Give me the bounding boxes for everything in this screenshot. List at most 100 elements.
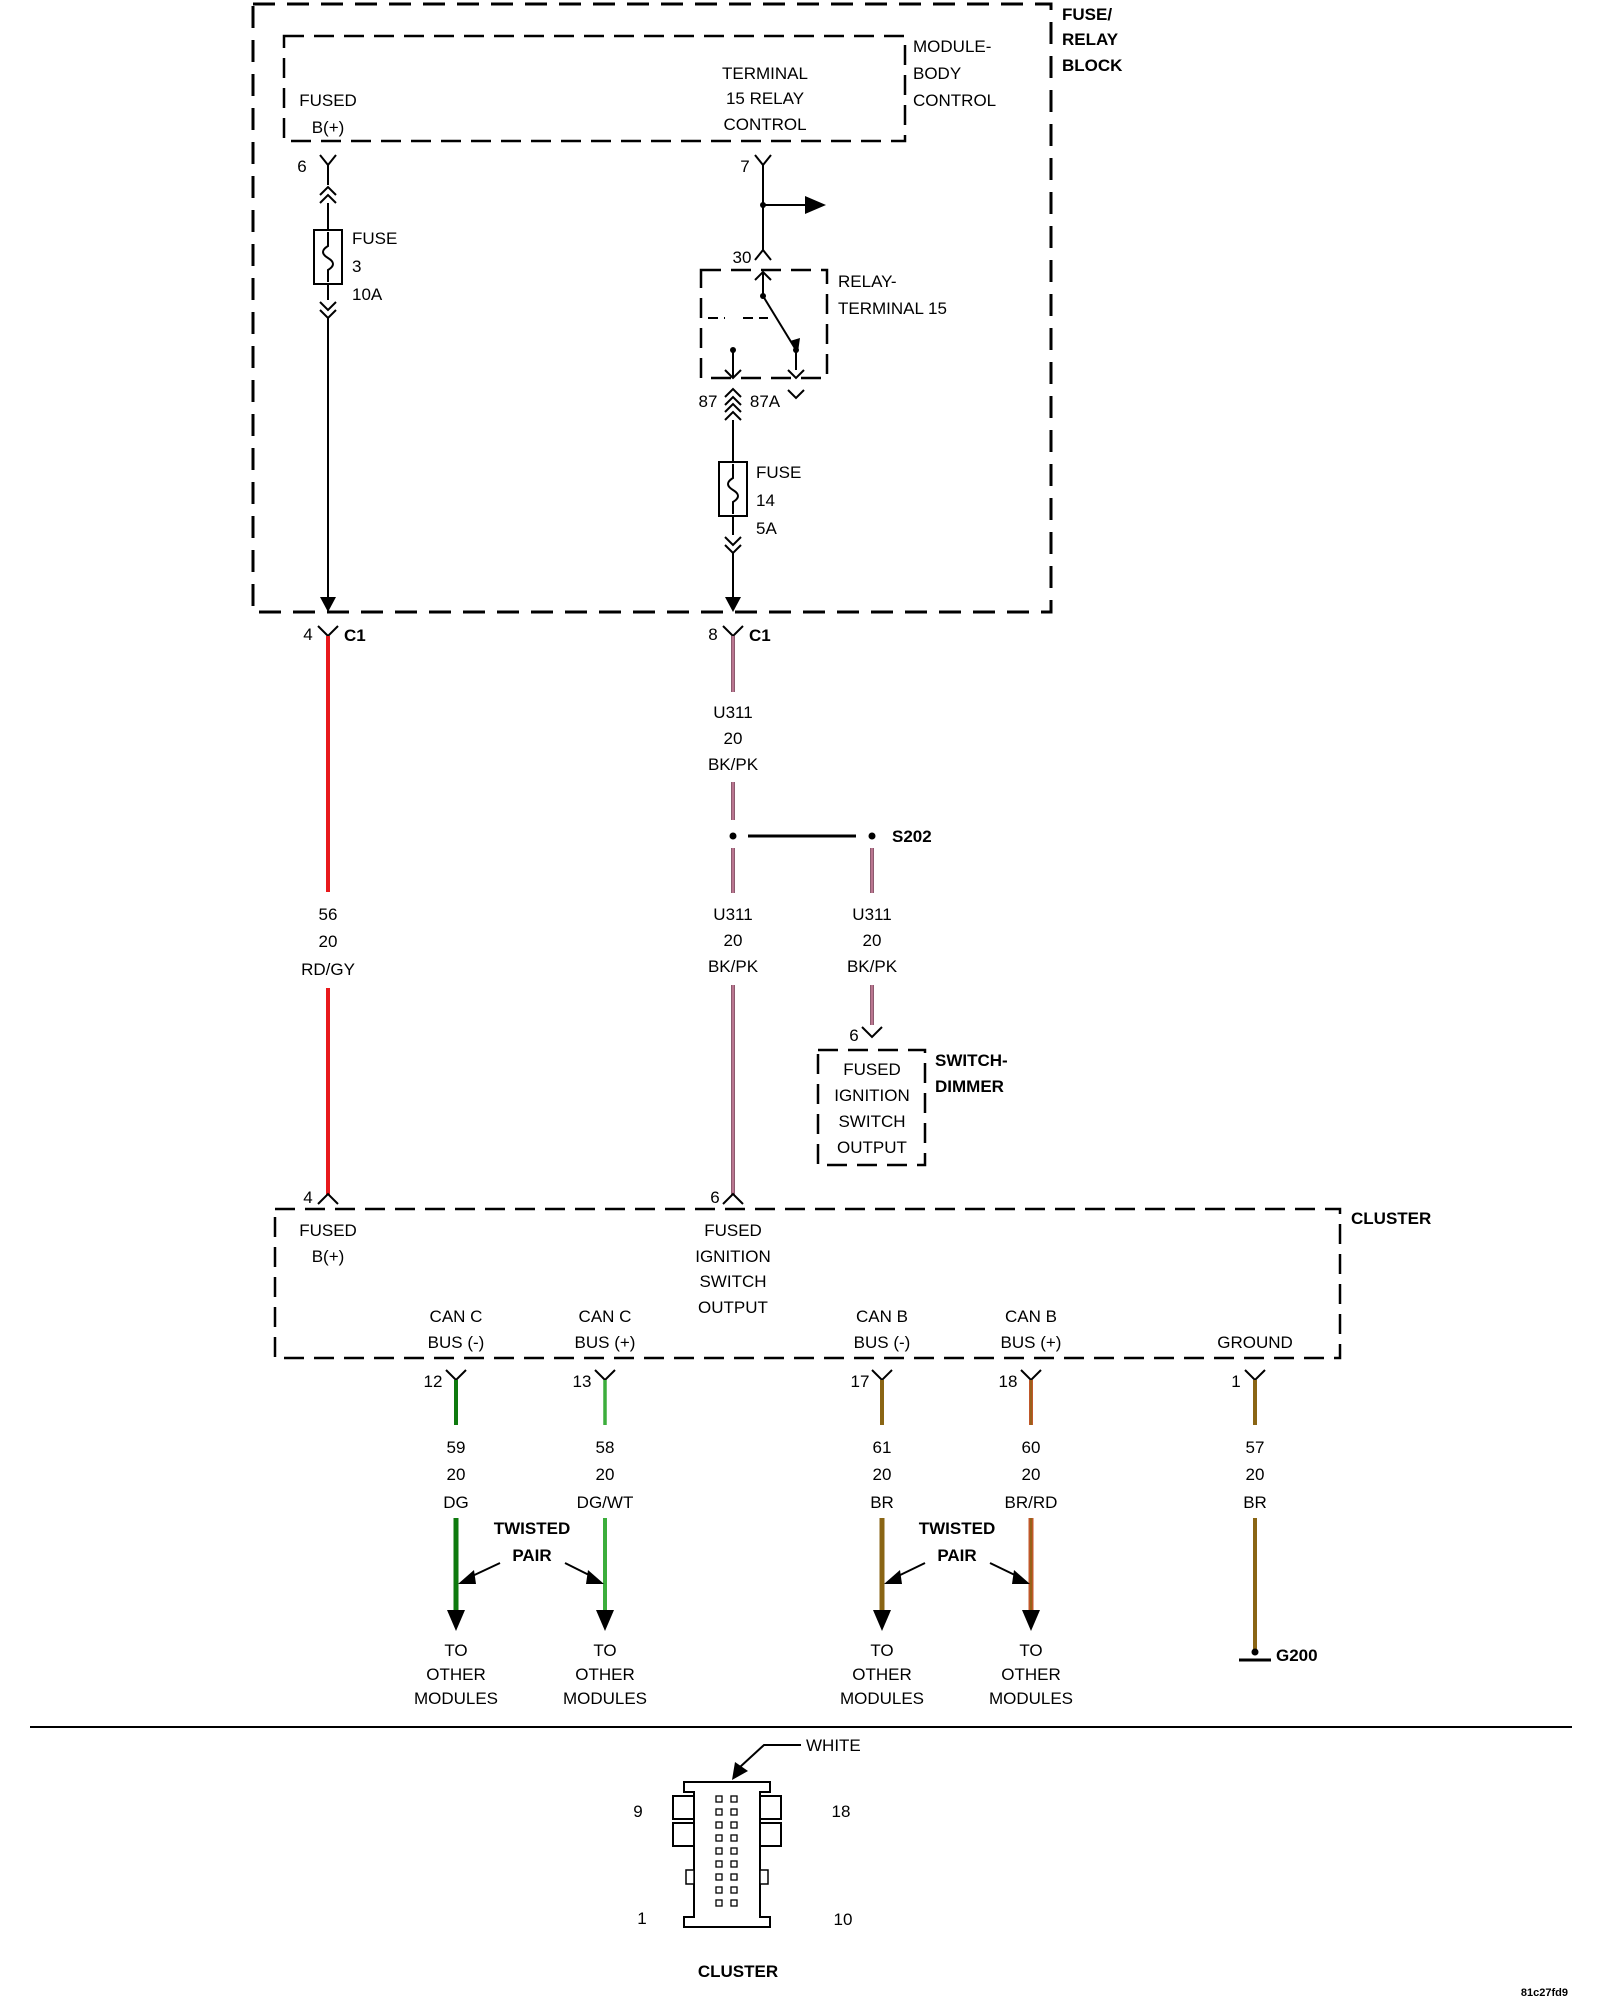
fuse14-label-1: FUSE [756, 463, 801, 482]
connector-pin-9: 9 [633, 1802, 642, 1821]
cluster-canc-minus-2: BUS (-) [428, 1333, 485, 1352]
fuse3-label-3: 10A [352, 285, 383, 304]
relay-pin-30: 30 [733, 248, 752, 267]
wire-58-circuit: 58 [596, 1438, 615, 1457]
cluster-pin-6: 6 [710, 1188, 719, 1207]
cluster-module: 4 6 CLUSTER FUSED B(+) FUSED IGNITION SW… [273, 1188, 1431, 1360]
wire-u311-right-gauge: 20 [863, 931, 882, 950]
mbc-fused-bplus-1: FUSED [299, 91, 357, 110]
fuse3-label-2: 3 [352, 257, 361, 276]
connector-pin-1: 1 [637, 1909, 646, 1928]
wire-u311-top-color: BK/PK [708, 755, 759, 774]
switch-dimmer-title-1: SWITCH- [935, 1051, 1008, 1070]
wire-60-dest-2: OTHER [1001, 1665, 1061, 1684]
twisted-pair-c-2: PAIR [512, 1546, 551, 1565]
switch-dimmer-line-2: IGNITION [834, 1086, 910, 1105]
mbc-fused-bplus-2: B(+) [312, 118, 345, 137]
c1-label-left: C1 [344, 626, 366, 645]
wire-pin-1: 1 [1231, 1372, 1240, 1391]
wire-58-dest-3: MODULES [563, 1689, 647, 1708]
wire-u311: U311 20 BK/PK S202 U311 20 BK/PK U311 20… [708, 636, 932, 1195]
switch-dimmer-line-3: SWITCH [838, 1112, 905, 1131]
wire-u311-mid-circuit: U311 [713, 905, 752, 924]
cluster-connector-view: WHITE 9 18 [633, 1736, 861, 1981]
cluster-title: CLUSTER [1351, 1209, 1431, 1228]
relay-title-2: TERMINAL 15 [838, 299, 947, 318]
switch-dimmer: 6 SWITCH- DIMMER FUSED IGNITION SWITCH O… [816, 1026, 1008, 1167]
fuse-relay-block-title-2: RELAY [1062, 30, 1119, 49]
wire-u311-mid-gauge: 20 [724, 931, 743, 950]
module-body-control-title-2: BODY [913, 64, 961, 83]
cluster-pin-4: 4 [303, 1188, 312, 1207]
fuse-relay-block: FUSE/ RELAY BLOCK [251, 2, 1123, 614]
wire-pin-17: 17 [851, 1372, 870, 1391]
wire-59-dest-3: MODULES [414, 1689, 498, 1708]
module-body-control-title-3: CONTROL [913, 91, 996, 110]
c1-label-right: C1 [749, 626, 771, 645]
wire-u311-top-circuit: U311 [713, 703, 752, 722]
wire-60-circuit: 60 [1022, 1438, 1041, 1457]
wire-56-circuit: 56 [319, 905, 338, 924]
wire-pin-18: 18 [999, 1372, 1018, 1391]
switch-dimmer-pin: 6 [849, 1026, 858, 1045]
cluster-fused-2: B(+) [312, 1247, 345, 1266]
wire-61-dest-3: MODULES [840, 1689, 924, 1708]
twisted-pair-b-2: PAIR [937, 1546, 976, 1565]
branch-arrow-icon [805, 196, 826, 214]
diagram-id: 81c27fd9 [1521, 1987, 1568, 1999]
wire-pin-13: 13 [573, 1372, 592, 1391]
connector-pin-18: 18 [832, 1802, 851, 1821]
wire-58-dest-2: OTHER [575, 1665, 635, 1684]
wire-59-dest-1: TO [444, 1641, 467, 1660]
module-body-control: MODULE- BODY CONTROL FUSED B(+) TERMINAL… [282, 34, 996, 176]
wire-59-dest-2: OTHER [426, 1665, 486, 1684]
relay-pin-87a: 87A [750, 392, 781, 411]
fuse14-label-2: 14 [756, 491, 775, 510]
connector-color-label: WHITE [806, 1736, 861, 1755]
mbc-terminal-2: 15 RELAY [726, 89, 804, 108]
module-body-control-title-1: MODULE- [913, 37, 991, 56]
cluster-canb-plus-1: CAN B [1005, 1307, 1057, 1326]
wire-59-circuit: 59 [447, 1438, 466, 1457]
wire-60-color: BR/RD [1005, 1493, 1058, 1512]
cluster-canc-plus-2: BUS (+) [575, 1333, 636, 1352]
switch-dimmer-title-2: DIMMER [935, 1077, 1004, 1096]
c1-pin-4: 4 [303, 625, 312, 644]
wire-61-circuit: 61 [873, 1438, 892, 1457]
mbc-terminal-1: TERMINAL [722, 64, 808, 83]
fuse3-circuit: FUSE 3 10A [313, 154, 397, 612]
wire-58-color: DG/WT [577, 1493, 634, 1512]
wire-60-dest-1: TO [1019, 1641, 1042, 1660]
wire-61-dest-2: OTHER [852, 1665, 912, 1684]
bottom-wires: 12 59 20 DG TO OTHER MODULES 13 58 20 DG… [414, 1369, 1318, 1708]
mbc-pin-terminal: 7 [740, 157, 749, 176]
wire-61-color: BR [870, 1493, 894, 1512]
ground-label: G200 [1276, 1646, 1318, 1665]
terminal15-circuit: 30 [733, 154, 826, 267]
mbc-pin-fused: 6 [297, 157, 306, 176]
wire-58-gauge: 20 [596, 1465, 615, 1484]
wire-59-color: DG [443, 1493, 469, 1512]
connector-title: CLUSTER [698, 1962, 778, 1981]
cluster-ign-1: FUSED [704, 1221, 762, 1240]
wire-61-gauge: 20 [873, 1465, 892, 1484]
c1-pin-8: 8 [708, 625, 717, 644]
switch-dimmer-line-4: OUTPUT [837, 1138, 907, 1157]
wire-u311-top-gauge: 20 [724, 729, 743, 748]
cluster-ign-4: OUTPUT [698, 1298, 768, 1317]
fuse14-circuit: FUSE 14 5A [718, 402, 801, 612]
wire-56-color: RD/GY [301, 960, 355, 979]
cluster-ign-2: IGNITION [695, 1247, 771, 1266]
cluster-ground: GROUND [1217, 1333, 1293, 1352]
wire-pin-12: 12 [424, 1372, 443, 1391]
relay-title-1: RELAY- [838, 272, 897, 291]
connector-body [683, 1781, 771, 1928]
wire-60-dest-3: MODULES [989, 1689, 1073, 1708]
connector-c1: 4 C1 8 C1 [303, 625, 770, 645]
wire-60-gauge: 20 [1022, 1465, 1041, 1484]
wire-58-dest-1: TO [593, 1641, 616, 1660]
wire-u311-right-circuit: U311 [852, 905, 891, 924]
wire-57-color: BR [1243, 1493, 1267, 1512]
cluster-canc-minus-1: CAN C [430, 1307, 483, 1326]
